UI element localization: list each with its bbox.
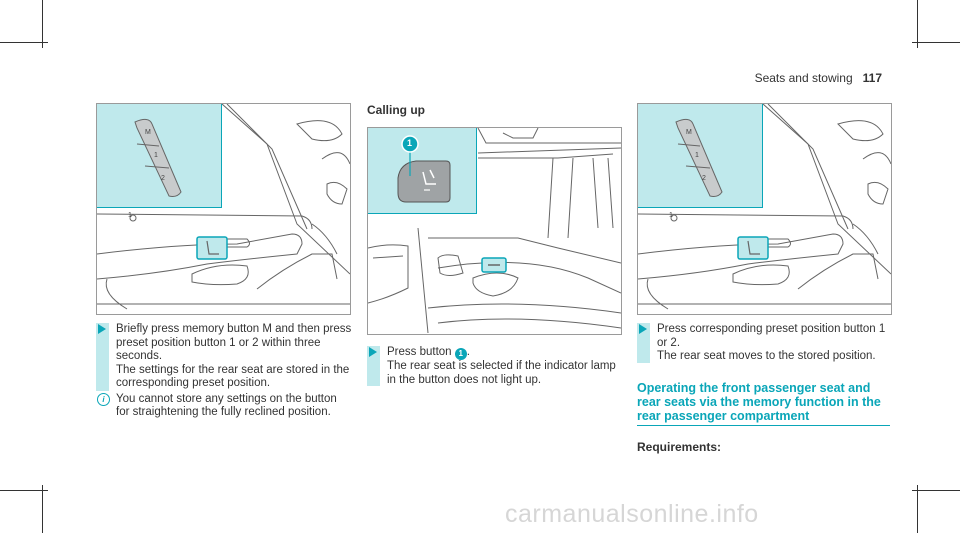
door-illustration [638,104,891,310]
crop-mark [917,485,918,533]
memory-button-1: 1 [695,152,699,159]
step: Briefly press memory button M and then p… [96,323,352,391]
crop-mark [0,42,48,43]
step-arrow-icon [98,324,106,334]
running-header: Seats and stowing 117 [755,71,882,85]
figure-memory-buttons-1: M 1 2 1 [96,103,351,315]
memory-button-m: M [145,129,151,136]
inset-panel: 1 [368,128,477,214]
figure-memory-buttons-2: M 1 2 1 [637,103,892,315]
inset-panel: M 1 2 [97,104,222,208]
requirements-label: Requirements: [637,440,722,454]
seat-button-closeup [397,135,451,203]
instruction-calling-up: Press button 1. The rear seat is selecte… [367,346,623,387]
figure-marker: 1 [669,212,673,219]
watermark: carmanualsonline.info [505,500,759,528]
memory-button-strip [675,118,723,197]
step-prefix: Press button [387,346,452,358]
memory-button-strip [134,118,182,197]
note-text: You cannot store any settings on the but… [116,392,337,419]
subheading-calling-up: Calling up [367,103,425,117]
step-result: The settings for the rear seat are store… [116,363,350,390]
step-text: Press button 1. [387,346,623,360]
step: Press button 1. The rear seat is selecte… [367,346,623,387]
instruction-store: Briefly press memory button M and then p… [96,323,352,420]
cabin-illustration [368,128,621,334]
memory-button-2: 2 [161,175,165,182]
crop-mark [0,490,48,491]
callout-number: 1 [407,138,413,148]
figure-calling-up: 1 [367,127,622,335]
crop-mark [912,490,960,491]
memory-button-1: 1 [154,152,158,159]
step-suffix: . [466,346,470,358]
crop-mark [917,0,918,48]
step-text: Briefly press memory button M and then p… [116,323,352,362]
step-result: The rear seat moves to the stored positi… [657,350,876,362]
page-number: 117 [862,71,882,85]
figure-marker: 1 [128,212,132,219]
crop-mark [912,42,960,43]
section-heading: Operating the front passenger seat and r… [637,381,890,426]
instruction-recall: Press corresponding preset position butt… [637,323,893,364]
crop-mark [42,0,43,48]
crop-mark [42,485,43,533]
callout-badge: 1 [454,348,467,360]
note: i You cannot store any settings on the b… [96,392,352,420]
step-bar [96,323,109,391]
inset-panel: M 1 2 [638,104,763,208]
section-title: Seats and stowing [754,71,853,85]
door-illustration [97,104,350,310]
step: Press corresponding preset position butt… [637,323,893,364]
info-icon: i [97,392,110,406]
step-arrow-icon [369,347,377,357]
memory-button-m: M [686,129,692,136]
step-text: Press corresponding preset position butt… [657,323,886,349]
step-arrow-icon [639,324,647,334]
step-result: The rear seat is selected if the indicat… [387,360,616,386]
memory-button-2: 2 [702,175,706,182]
